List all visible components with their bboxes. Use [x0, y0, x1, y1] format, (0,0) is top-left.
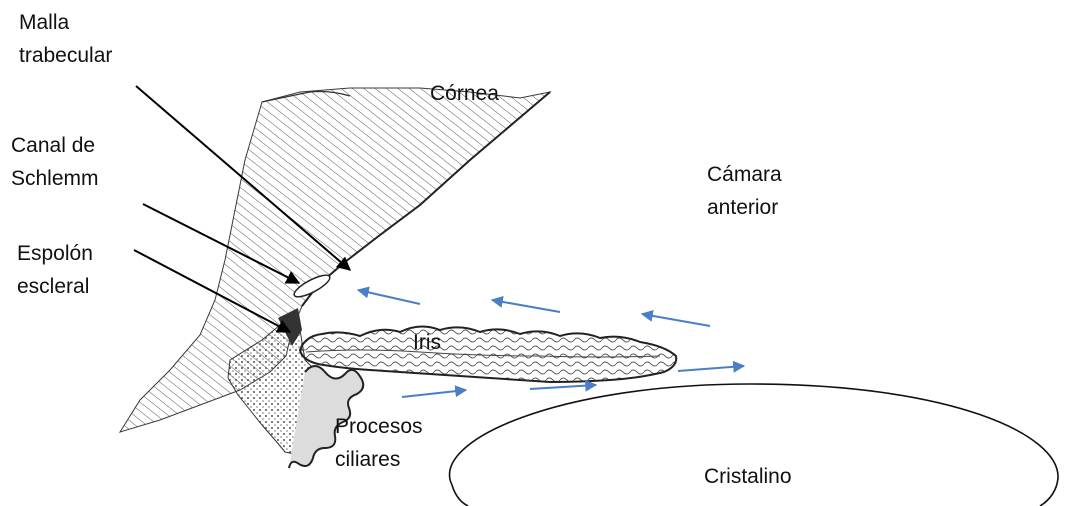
flow-arrow [358, 290, 420, 304]
malla-trabecular-label-line2: trabecular [19, 39, 112, 72]
camara-anterior-label-line1: Cámara [707, 158, 782, 191]
flow-arrow [402, 390, 466, 397]
flow-arrow [642, 314, 710, 326]
espolon-escleral-label-line2: escleral [17, 270, 93, 303]
cristalino-label: Cristalino [704, 460, 792, 493]
camara-anterior-label: Cámara anterior [707, 158, 782, 224]
flow-arrow [492, 300, 560, 312]
procesos-ciliares-label: Procesos ciliares [335, 410, 423, 476]
flow-arrow [530, 385, 596, 389]
malla-trabecular-label-line1: Malla [19, 6, 112, 39]
malla-trabecular-label: Malla trabecular [19, 6, 112, 72]
espolon-escleral-label-line1: Espolón [17, 237, 93, 270]
canal-schlemm-label-line2: Schlemm [11, 162, 99, 195]
procesos-ciliares-label-line1: Procesos [335, 410, 423, 443]
canal-schlemm-label-line1: Canal de [11, 129, 99, 162]
espolon-escleral-label: Espolón escleral [17, 237, 93, 303]
canal-schlemm-label: Canal de Schlemm [11, 129, 99, 195]
iris-label: Iris [413, 326, 441, 359]
procesos-ciliares-label-line2: ciliares [335, 443, 423, 476]
camara-anterior-label-line2: anterior [707, 191, 782, 224]
flow-arrow [678, 366, 744, 371]
cornea-label: Córnea [430, 77, 499, 110]
